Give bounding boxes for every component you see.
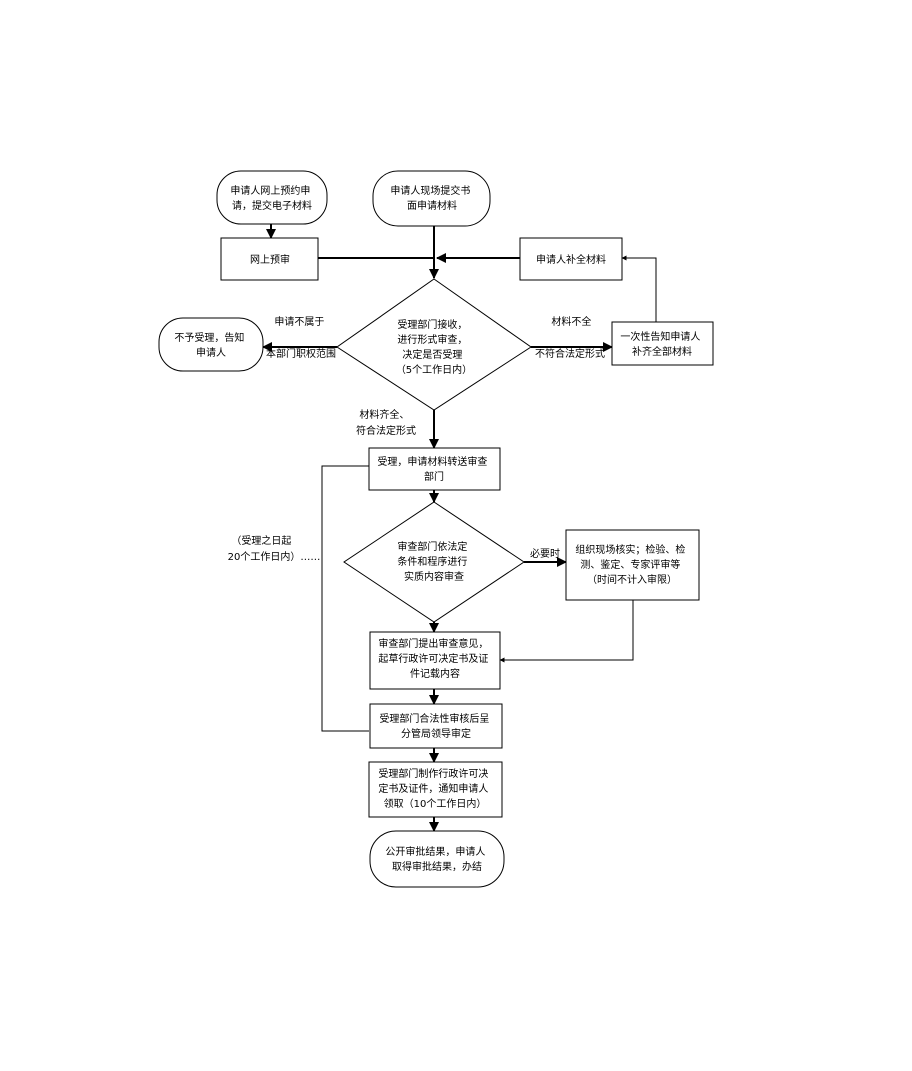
publish-result-node	[369, 830, 505, 888]
accept-check-text: 受理部门接收， 进行形式审查， 决定是否受理 （5个工作日内）	[396, 318, 472, 376]
make-decision-text: 受理部门制作行政许可决 定书及证件，通知申请人 领取（10个工作日内）	[378, 767, 491, 810]
online-review-text: 网上预审	[250, 253, 290, 266]
supplement-text: 申请人补全材料	[536, 253, 606, 266]
connector-site-to-opinion	[499, 600, 634, 663]
connector-notify-to-supplement	[621, 255, 657, 322]
online-review-node	[220, 237, 319, 281]
time-limit-label: （受理之日起 20个工作日内）……	[228, 534, 321, 563]
not-in-scope-label: 申请不属于 本部门职权范围	[266, 315, 336, 360]
reject-node	[158, 317, 264, 372]
node-labels: 申请人网上预约申 请，提交电子材料 申请人现场提交书 面申请材料 网上预审 申请…	[174, 184, 703, 873]
publish-result-text: 公开审批结果，申请人 取得审批结果，办结	[385, 845, 488, 873]
complete-label: 材料齐全、 符合法定形式	[356, 408, 416, 437]
online-reserve-text: 申请人网上预约申 请，提交电子材料	[230, 184, 313, 212]
make-decision-node	[368, 761, 503, 818]
time-limit-bracket	[321, 465, 369, 732]
legality-check-text: 受理部门合法性审核后呈 分管局领导审定	[379, 712, 492, 740]
onsite-submit-node	[372, 170, 491, 227]
nodes	[158, 170, 714, 888]
accepted-transfer-node	[368, 447, 501, 491]
onsite-submit-text: 申请人现场提交书 面申请材料	[390, 184, 473, 212]
connectors	[262, 224, 657, 832]
online-reserve-node	[216, 170, 328, 225]
substantive-review-diamond	[343, 501, 525, 623]
incomplete-label: 材料不全 不符合法定形式	[535, 315, 605, 360]
review-opinion-text: 审查部门提出审查意见， 起草行政许可决定书及证 件记载内容	[378, 637, 491, 680]
accept-check-diamond	[336, 278, 532, 411]
when-needed-label: 必要时	[530, 547, 560, 560]
site-verify-text: 组织现场核实；检验、检 测、鉴定、专家评审等 （时间不计入审限）	[575, 543, 688, 586]
substantive-review-text: 审查部门依法定 条件和程序进行 实质内容审查	[397, 540, 470, 583]
site-verify-node	[565, 529, 700, 601]
reject-text: 不予受理，告知 申请人	[174, 331, 247, 359]
accepted-transfer-text: 受理，申请材料转送审查 部门	[377, 455, 490, 483]
edge-labels: 申请不属于 本部门职权范围 材料不全 不符合法定形式 材料齐全、 符合法定形式 …	[228, 315, 605, 563]
legality-check-node	[369, 703, 503, 749]
notify-once-text: 一次性告知申请人 补齐全部材料	[620, 330, 703, 358]
supplement-node	[519, 237, 623, 281]
notify-once-node	[611, 321, 714, 366]
review-opinion-node	[369, 631, 501, 690]
